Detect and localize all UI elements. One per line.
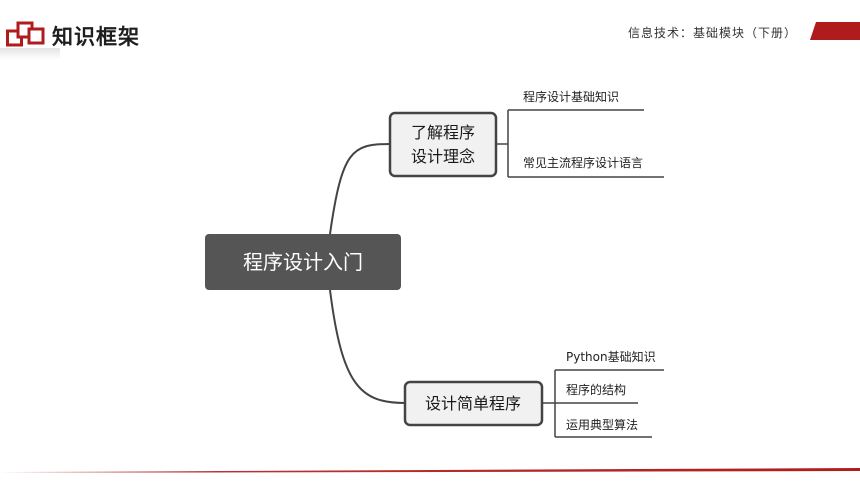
header-accent-bar bbox=[810, 22, 860, 40]
page-title: 知识框架 bbox=[52, 25, 140, 49]
book-subtitle: 信息技术：基础模块（下册） bbox=[628, 26, 798, 40]
logo-icon bbox=[6, 21, 45, 47]
leaf-label: 程序设计基础知识 bbox=[523, 89, 619, 104]
branch-label: 设计理念 bbox=[411, 147, 475, 166]
root-node: 程序设计入门 bbox=[205, 234, 401, 290]
branch1-bracket bbox=[496, 110, 509, 177]
leaf-label: 程序的结构 bbox=[566, 382, 626, 397]
branch-label: 设计简单程序 bbox=[425, 394, 521, 413]
header-shadow bbox=[0, 48, 60, 60]
connector-root-branch1 bbox=[329, 143, 391, 235]
connector-root-branch2 bbox=[329, 289, 406, 404]
branch-node-2: 设计简单程序 bbox=[403, 380, 544, 427]
leaf-label: Python基础知识 bbox=[566, 350, 656, 364]
leaf-label: 运用典型算法 bbox=[566, 417, 638, 432]
footer-divider bbox=[0, 468, 860, 473]
root-label: 程序设计入门 bbox=[243, 250, 363, 274]
leaf-label: 常见主流程序设计语言 bbox=[523, 155, 643, 170]
branch-label: 了解程序 bbox=[411, 123, 475, 142]
branch-node-1: 了解程序 设计理念 bbox=[388, 111, 498, 178]
branch2-bracket bbox=[542, 370, 556, 437]
